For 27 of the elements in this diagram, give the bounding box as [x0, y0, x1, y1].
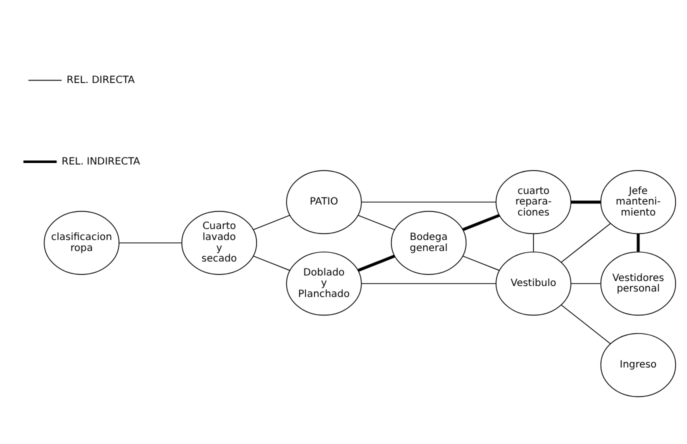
node-ellipse: Vestidores personal [600, 251, 676, 316]
legend-label: REL. DIRECTA [66, 74, 135, 86]
connector [118, 242, 182, 243]
connector [462, 255, 500, 270]
connector [253, 214, 290, 230]
connector [253, 255, 290, 270]
connector [361, 282, 496, 284]
node-ellipse: Vestibulo [496, 251, 572, 316]
node-ellipse: clasificacion ropa [44, 210, 120, 274]
node-ellipse: Doblado y Planchado [286, 251, 362, 316]
legend-label: REL. INDIRECTA [62, 156, 140, 167]
connector [560, 304, 611, 344]
node-ellipse: Ingreso [600, 332, 676, 397]
connector [570, 282, 601, 284]
connector [533, 233, 534, 252]
connector [636, 233, 640, 252]
connector [570, 200, 601, 204]
node-ellipse: Bodega general [390, 210, 467, 274]
node-ellipse: Cuarto lavado y secado [181, 210, 258, 274]
node-ellipse: cuarto repara- ciones [496, 170, 572, 234]
connector [560, 222, 611, 262]
node-ellipse: Jefe manteni- miento [600, 170, 676, 234]
connector [358, 214, 395, 230]
node-ellipse: PATIO [286, 170, 362, 234]
connector [462, 213, 500, 230]
connector [358, 254, 396, 272]
connector [361, 201, 496, 202]
